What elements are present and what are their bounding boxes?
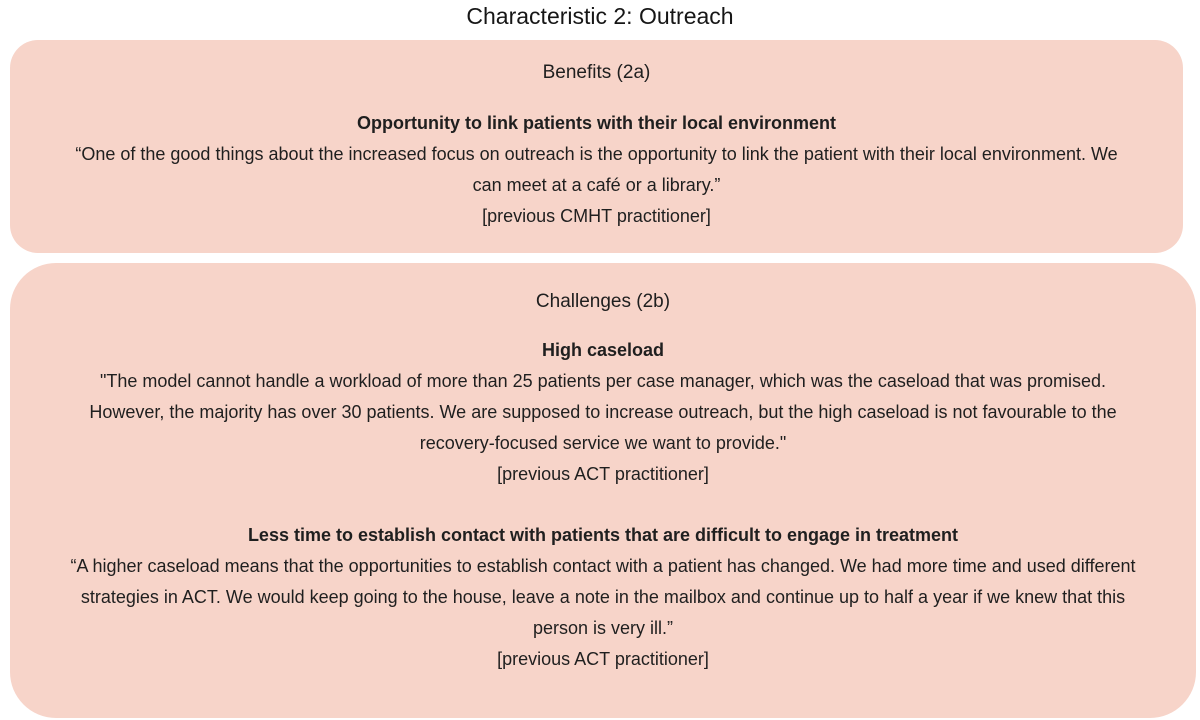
challenges-box: Challenges (2b) High caseload "The model…: [10, 263, 1196, 718]
figure-title: Characteristic 2: Outreach: [466, 3, 734, 29]
challenges-quote-attribution-high-caseload: [previous ACT practitioner]: [497, 464, 709, 484]
challenges-theme-heading-high-caseload: High caseload: [541, 340, 665, 360]
challenges-theme-heading-less-time: Less time to establish contact with pati…: [247, 525, 959, 545]
benefits-quote-text: “One of the good things about the increa…: [75, 144, 1118, 195]
challenges-quote-text-less-time: “A higher caseload means that the opport…: [70, 556, 1136, 638]
benefits-quote-section: Opportunity to link patients with their …: [10, 108, 1183, 232]
challenges-quote-section-less-time: Less time to establish contact with pati…: [10, 520, 1196, 675]
challenges-quote-text-high-caseload: "The model cannot handle a workload of m…: [89, 371, 1117, 453]
benefits-quote-attribution: [previous CMHT practitioner]: [482, 206, 711, 226]
challenges-quote-section-high-caseload: High caseload "The model cannot handle a…: [10, 335, 1196, 490]
benefits-box: Benefits (2a) Opportunity to link patien…: [10, 40, 1183, 253]
challenges-box-header: Challenges (2b): [535, 291, 671, 312]
benefits-theme-heading: Opportunity to link patients with their …: [356, 113, 837, 133]
benefits-box-header: Benefits (2a): [542, 62, 651, 83]
challenges-quote-attribution-less-time: [previous ACT practitioner]: [497, 649, 709, 669]
